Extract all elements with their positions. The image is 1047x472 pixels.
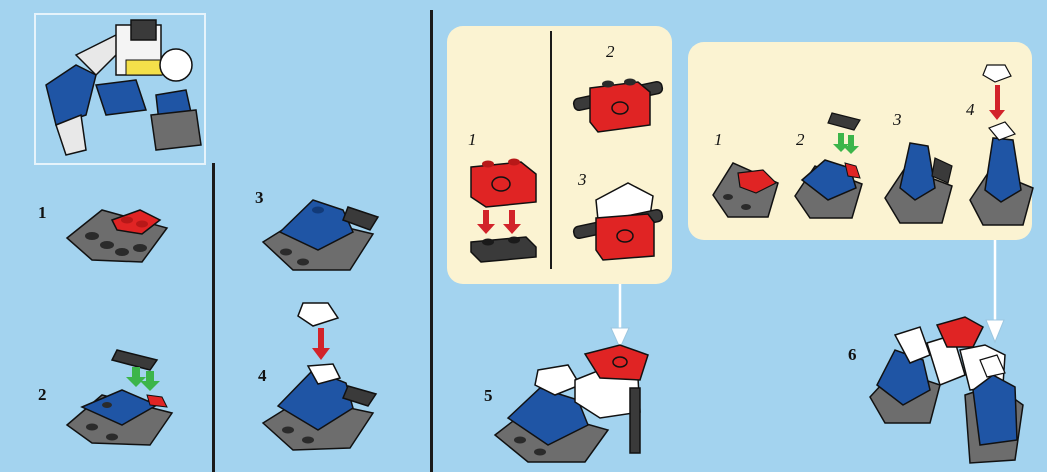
robot-model-image <box>36 15 204 163</box>
sub-step-b-3: 3 <box>893 110 902 130</box>
divider-left <box>212 163 215 472</box>
finished-model-thumbnail <box>34 13 206 165</box>
sub-step-a-2: 2 <box>606 42 615 62</box>
sub-step-a-1-image <box>466 152 546 267</box>
step-number-1: 1 <box>38 203 47 223</box>
sub-step-a-3-image <box>568 178 668 273</box>
sub-step-b-1-image <box>708 155 784 225</box>
sub-step-b-1: 1 <box>714 130 723 150</box>
step-5-image <box>490 340 670 465</box>
sub-step-b-3-image <box>880 138 960 230</box>
step-6-image <box>865 315 1040 465</box>
sub-step-a-1: 1 <box>468 130 477 150</box>
sub-step-b-4-image <box>965 60 1035 232</box>
step-4-image <box>258 298 388 458</box>
step-number-6: 6 <box>848 345 857 365</box>
step-3-image <box>258 192 388 277</box>
divider-center <box>430 10 433 472</box>
step-1-image <box>62 200 172 270</box>
sub-step-b-2-image <box>790 108 870 228</box>
step-number-2: 2 <box>38 385 47 405</box>
step-2-image <box>62 345 182 450</box>
callout-a-divider <box>550 31 552 269</box>
sub-step-a-2-image <box>568 70 668 140</box>
